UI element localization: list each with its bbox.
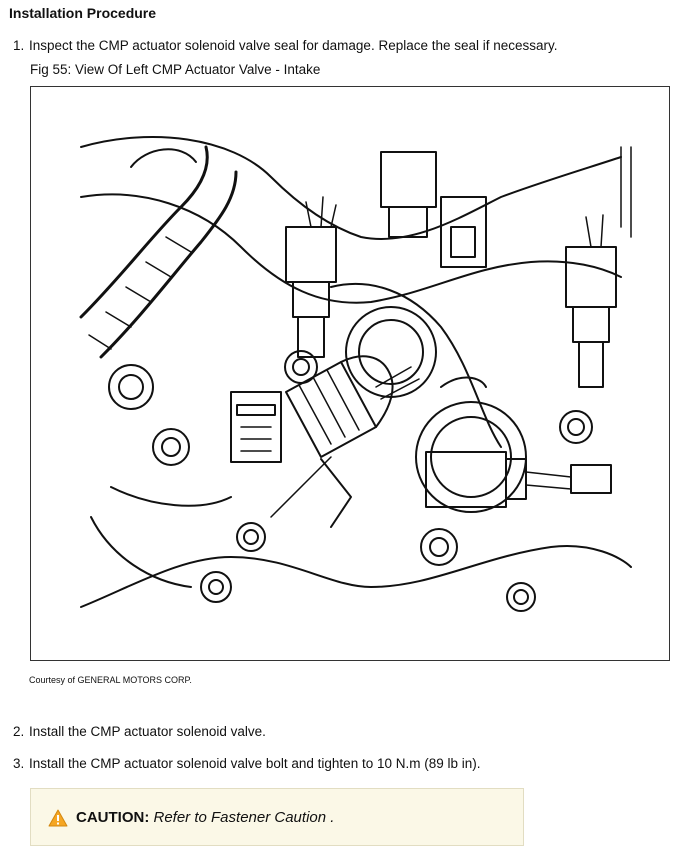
caution-label: CAUTION	[76, 809, 145, 826]
figure-caption: Fig 55: View Of Left CMP Actuator Valve …	[30, 62, 321, 77]
figure-credit: Courtesy of GENERAL MOTORS CORP.	[29, 675, 192, 685]
step-2: 2. Install the CMP actuator solenoid valv…	[13, 724, 266, 739]
page-title: Installation Procedure	[9, 5, 157, 21]
step-number: 1.	[13, 38, 25, 53]
step-text: Install the CMP actuator solenoid valve.	[29, 724, 266, 739]
caution-message: CAUTION: Refer to Fastener Caution .	[76, 809, 334, 826]
figure-illustration	[30, 86, 670, 661]
step-3: 3. Install the CMP actuator solenoid valv…	[13, 756, 481, 771]
caution-text: Refer to Fastener Caution .	[149, 809, 335, 826]
caution-box: CAUTION: Refer to Fastener Caution .	[30, 788, 524, 846]
step-text: Inspect the CMP actuator solenoid valve …	[29, 38, 558, 53]
step-number: 3.	[13, 756, 25, 771]
step-text: Install the CMP actuator solenoid valve …	[29, 756, 481, 771]
step-number: 2.	[13, 724, 25, 739]
warning-triangle-icon	[48, 809, 68, 832]
caution-separator: :	[144, 809, 150, 826]
step-1: 1. Inspect the CMP actuator solenoid valv…	[13, 38, 558, 53]
